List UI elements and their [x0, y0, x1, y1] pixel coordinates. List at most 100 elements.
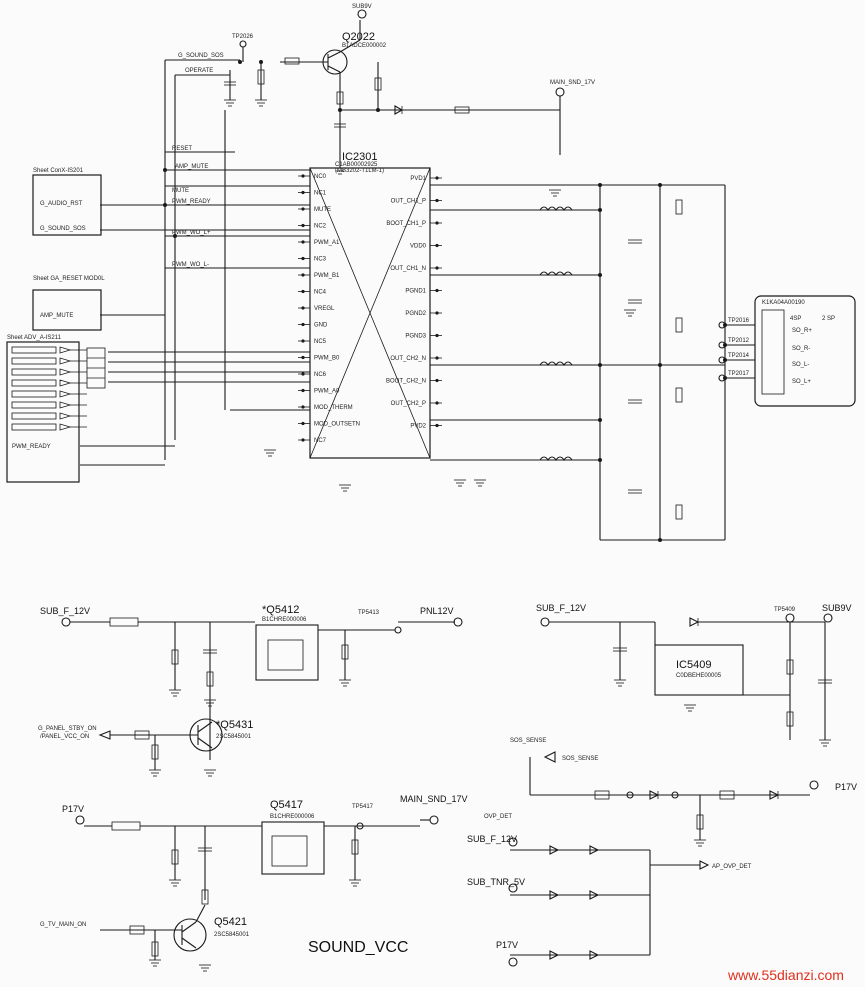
resistor-pack	[86, 347, 106, 389]
ic2301-left-pin-dot	[301, 289, 305, 294]
q5421-part: 2SC5845001	[214, 932, 250, 938]
ic2301-left-pin-dot	[301, 240, 305, 244]
sheet-box-2	[32, 289, 102, 331]
tp2016-terminal	[718, 321, 726, 329]
pwm-ready-label: PWM_READY	[172, 199, 211, 205]
sheet-box-3	[6, 341, 80, 483]
connector-arrow	[59, 423, 72, 431]
tp2014-label: TP2014	[728, 353, 750, 359]
ground-icon	[549, 189, 561, 197]
ic2301-left-pin-label: NC5	[314, 339, 327, 345]
ic2301-left-pin-dot	[301, 355, 305, 360]
sos-sense-label-2: SOS_SENSE	[562, 756, 598, 762]
ground-icon	[149, 769, 161, 777]
q5412-label: *Q5412	[262, 604, 299, 616]
ic2301-pins: NC0NC1MUTENC2PWM_A1NC3PWM_B1NC4VREGLGNDN…	[298, 174, 442, 444]
connector-pin-3: SO_L-	[792, 362, 809, 368]
ic2301-left-pin-label: NC1	[314, 191, 327, 197]
sheet-box-1	[32, 174, 102, 236]
ground-icon	[224, 99, 236, 107]
ic2301-right-pin-label: PGND2	[405, 311, 426, 317]
ground-icon	[264, 449, 276, 457]
q5417-part: B1CHRE000006	[270, 814, 315, 820]
left-harness	[80, 59, 310, 466]
g-sound-sos-label: G_SOUND_SOS	[40, 226, 86, 232]
ic2301-right-pin-label: OUT_CH2_N	[390, 356, 426, 362]
sub-f-12v-label-3: SUB_F_12V	[467, 834, 517, 844]
reset-label: RESET	[172, 146, 192, 152]
junction-dot	[598, 458, 602, 462]
ic2301-right-pin-label: VDD0	[410, 244, 427, 250]
ground-icon	[339, 679, 351, 687]
ic2301-right-pin-label: PGND1	[405, 289, 426, 295]
sound-power-circuit	[75, 815, 439, 960]
q5431-label: *Q5431	[216, 719, 253, 731]
ic2301-right-pin-dot	[435, 311, 439, 315]
junction-dot	[238, 60, 242, 64]
amp-mute-label: AMP_MUTE	[175, 164, 208, 170]
sheet2-label: Sheet GA_RESET MOD0L	[33, 276, 105, 282]
connector-title: K1KA04A00190	[762, 300, 805, 306]
pwm-ready-label-2: PWM_READY	[12, 444, 51, 450]
ic2301-left-pin-label: PWM_B1	[314, 273, 340, 279]
junction-dot	[598, 273, 602, 277]
g-tv-main-on-label: G_TV_MAIN_ON	[40, 922, 86, 928]
ic2301-left-pin-dot	[301, 405, 305, 409]
ic2301-left-pin-dot	[301, 190, 305, 195]
ground-icon	[169, 689, 181, 697]
connector-signal-box	[11, 412, 57, 420]
speaker-connector	[754, 295, 856, 407]
q5412-part: B1CHRE000006	[262, 617, 307, 623]
ic2301-right-pin-label: PVD2	[410, 424, 426, 430]
ic2301-left-pin-label: NC3	[314, 257, 327, 263]
q5431-part: 2SC5845001	[216, 734, 252, 740]
junction-dot	[598, 183, 602, 187]
tp5417-label: TP5417	[352, 804, 374, 810]
operate-label: OPERATE	[185, 68, 213, 74]
sound-vcc-title: SOUND_VCC	[308, 939, 408, 956]
ic2301-left-pin-label: GND	[314, 323, 328, 329]
connector-signal-box	[11, 423, 57, 431]
ic2301-label: IC2301	[342, 151, 377, 163]
ic2301-right-pin-label: BOOT_CH1_P	[386, 221, 426, 227]
ic2301-left-pin-dot	[301, 322, 305, 327]
top-passives	[224, 57, 565, 168]
panel-power-circuit	[61, 617, 463, 770]
sub9v-regulator	[540, 613, 833, 740]
ic2301-right-pin-dot	[435, 423, 439, 428]
junction-dot	[163, 168, 167, 172]
connector-arrow	[59, 368, 72, 376]
q5417-label: Q5417	[270, 799, 303, 811]
ground-icon	[624, 309, 636, 317]
ic2301-right-pin-dot	[435, 176, 439, 180]
amp-mute-label-2: AMP_MUTE	[40, 313, 73, 319]
ic2301-right-pin-dot	[435, 198, 439, 203]
ic2301-left-pin-dot	[301, 339, 305, 343]
ground-icon	[694, 839, 706, 847]
q5421-label: Q5421	[214, 916, 247, 928]
ic2301-part1: C1AB00002925	[335, 162, 378, 168]
mute-label: MUTE	[172, 188, 189, 194]
ic2301-left-pin-dot	[301, 421, 305, 426]
ic2301-right-pin-dot	[435, 243, 439, 248]
connector-arrow	[59, 379, 72, 387]
ic2301-right-pin-label: OUT_CH1_P	[391, 199, 426, 205]
ic5409-part: C0DBEHE00005	[676, 673, 722, 679]
ground-icon	[614, 679, 626, 687]
ic2301-right-pin-dot	[435, 401, 439, 405]
p17v-label: P17V	[62, 804, 84, 814]
connector-pin-4: SO_L+	[792, 379, 811, 385]
connector-inner	[761, 309, 785, 395]
ic2301-left-pin-label: NC6	[314, 372, 327, 378]
ap-ovp-det-label: AP_OVP_DET	[712, 864, 752, 870]
ic2301-right-pin-label: BOOT_CH2_N	[386, 379, 426, 385]
ground-icon	[819, 739, 831, 747]
junction-dot	[598, 363, 602, 367]
tp2017-label: TP2017	[728, 371, 750, 377]
sub9v-terminal	[357, 9, 367, 19]
ic2301-left-pin-label: NC0	[314, 174, 327, 180]
output-filter-network	[430, 184, 755, 541]
tp2026-label: TP2026	[232, 34, 254, 40]
connector-arrow	[59, 346, 72, 354]
